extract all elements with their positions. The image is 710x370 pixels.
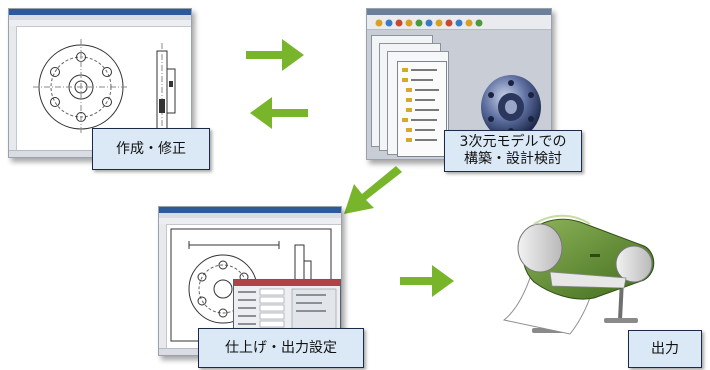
arrow-icon-right-top	[244, 36, 306, 74]
label-3d-model-line2: 構築・設計検討	[464, 151, 562, 167]
label-output-text: 出力	[651, 340, 679, 357]
window-side-toolbar	[159, 224, 167, 349]
dialog-titlebar	[234, 280, 340, 286]
window-titlebar	[159, 207, 341, 213]
flange-drawing	[33, 39, 176, 139]
label-finish-output-settings: 仕上げ・出力設定	[198, 328, 364, 368]
arrow-icon-left-top	[248, 94, 310, 132]
label-create-edit-text: 作成・修正	[116, 140, 186, 157]
window-toolbar	[9, 20, 191, 27]
window-titlebar	[9, 9, 191, 15]
toolbar-icons	[367, 15, 551, 30]
label-create-edit: 作成・修正	[92, 128, 210, 170]
arrow-icon-down-left	[338, 164, 406, 220]
window-toolbar	[159, 218, 341, 225]
plotter-icon	[502, 214, 655, 335]
window-titlebar	[367, 9, 551, 15]
feature-tree-panel	[397, 61, 447, 157]
label-output: 出力	[628, 330, 702, 368]
label-3d-model: 3次元モデルでの 構築・設計検討	[444, 130, 582, 172]
dialog-stack	[371, 35, 521, 157]
arrow-icon-right-bottom	[398, 262, 456, 300]
label-finish-output-settings-text: 仕上げ・出力設定	[225, 339, 337, 356]
3d-part-model	[481, 75, 541, 139]
window-side-toolbar	[9, 26, 17, 151]
label-3d-model-line1: 3次元モデルでの	[459, 134, 567, 150]
